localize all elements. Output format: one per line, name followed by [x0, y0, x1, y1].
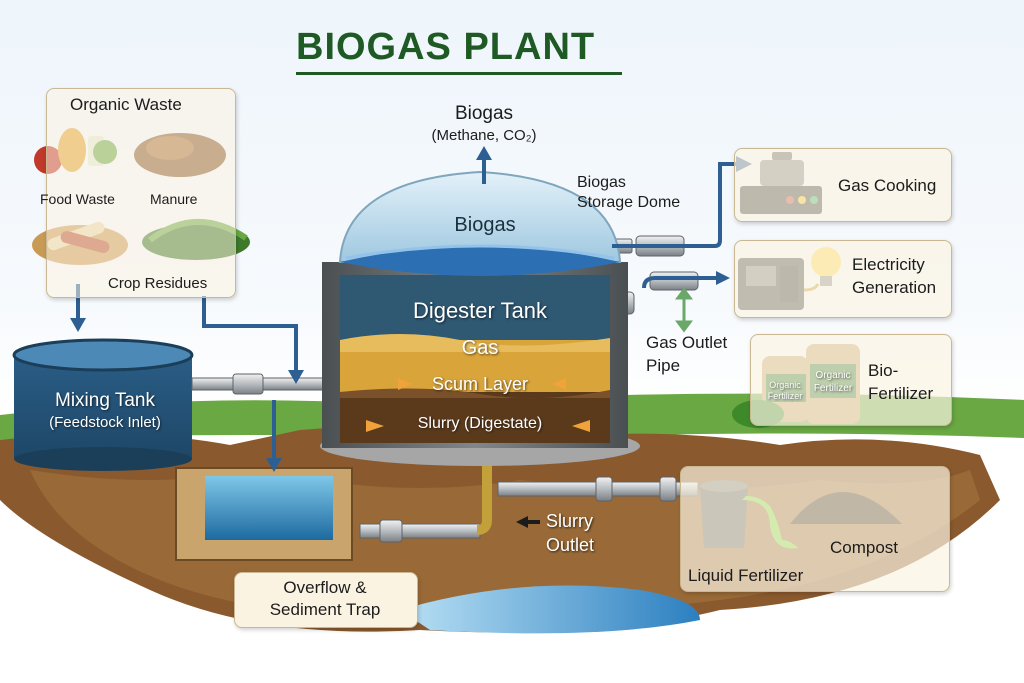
scum-layer-label: Scum Layer [431, 374, 529, 394]
organic-waste-card [46, 88, 236, 298]
storage-dome-label-1: Biogas [577, 174, 626, 191]
slurry-outlet-label-2: Outlet [546, 535, 595, 555]
gas-outlet-indicator [675, 287, 693, 333]
digester-tank [320, 262, 640, 466]
sack1-label-1: Organic [769, 380, 801, 390]
sack2-label-2: Fertilizer [813, 383, 853, 394]
gas-outlet-label-1: Gas Outlet [646, 333, 728, 352]
mixing-tank-sub: (Feedstock Inlet) [49, 414, 161, 431]
sack1-label-2: Fertilizer [767, 391, 803, 401]
biogas-output-sub: (Methane, CO₂) [431, 127, 537, 144]
digester-title: Digester Tank [412, 298, 548, 323]
food-waste-label: Food Waste [40, 191, 115, 207]
gas-dome [338, 170, 622, 276]
biogas-output-label: Biogas [454, 103, 514, 124]
underground-stream [400, 585, 700, 634]
slurry-layer-label: Slurry (Digestate) [417, 415, 543, 432]
page-title: BIOGAS PLANT [296, 26, 596, 68]
gas-layer-label: Gas [461, 337, 499, 359]
manure-label: Manure [150, 191, 198, 207]
compost-label: Compost [830, 538, 899, 557]
mixing-tank [12, 338, 194, 471]
sack2-label-1: Organic [815, 370, 851, 381]
liquid-fertilizer-label: Liquid Fertilizer [688, 566, 804, 585]
crop-residues-label: Crop Residues [108, 275, 208, 292]
electricity-card [734, 240, 952, 318]
overflow-label-1: Overflow & [283, 578, 367, 597]
overflow-label-2: Sediment Trap [269, 600, 381, 619]
electricity-label-1: Electricity [852, 255, 925, 274]
electricity-label-2: Generation [852, 278, 937, 297]
compost-card [680, 466, 950, 592]
flow-lines [76, 158, 738, 460]
gas-cooking-label: Gas Cooking [838, 176, 937, 195]
slurry-outlet-label-1: Slurry [546, 511, 594, 531]
gas-outlet-pipe-coil [476, 462, 492, 535]
storage-dome-label-2: Storage Dome [577, 194, 681, 211]
mixing-tank-label: Mixing Tank [55, 390, 155, 411]
bio-fertilizer-label-1: Bio- [868, 361, 899, 380]
organic-waste-heading: Organic Waste [70, 95, 182, 114]
gas-cooking-card [734, 148, 952, 222]
bio-fertilizer-card [750, 334, 952, 426]
slurry-outlet-arrow [516, 516, 528, 528]
dome-biogas-label: Biogas [454, 214, 516, 236]
gas-outlet-label-2: Pipe [646, 356, 681, 375]
layer-arrows [366, 378, 590, 432]
overflow-card [234, 572, 418, 628]
slurry-outlet-arrow-shaft [526, 520, 540, 524]
bio-fertilizer-label-2: Fertilizer [868, 384, 934, 403]
title-underline [296, 72, 622, 75]
sediment-trap-pit [175, 467, 353, 561]
